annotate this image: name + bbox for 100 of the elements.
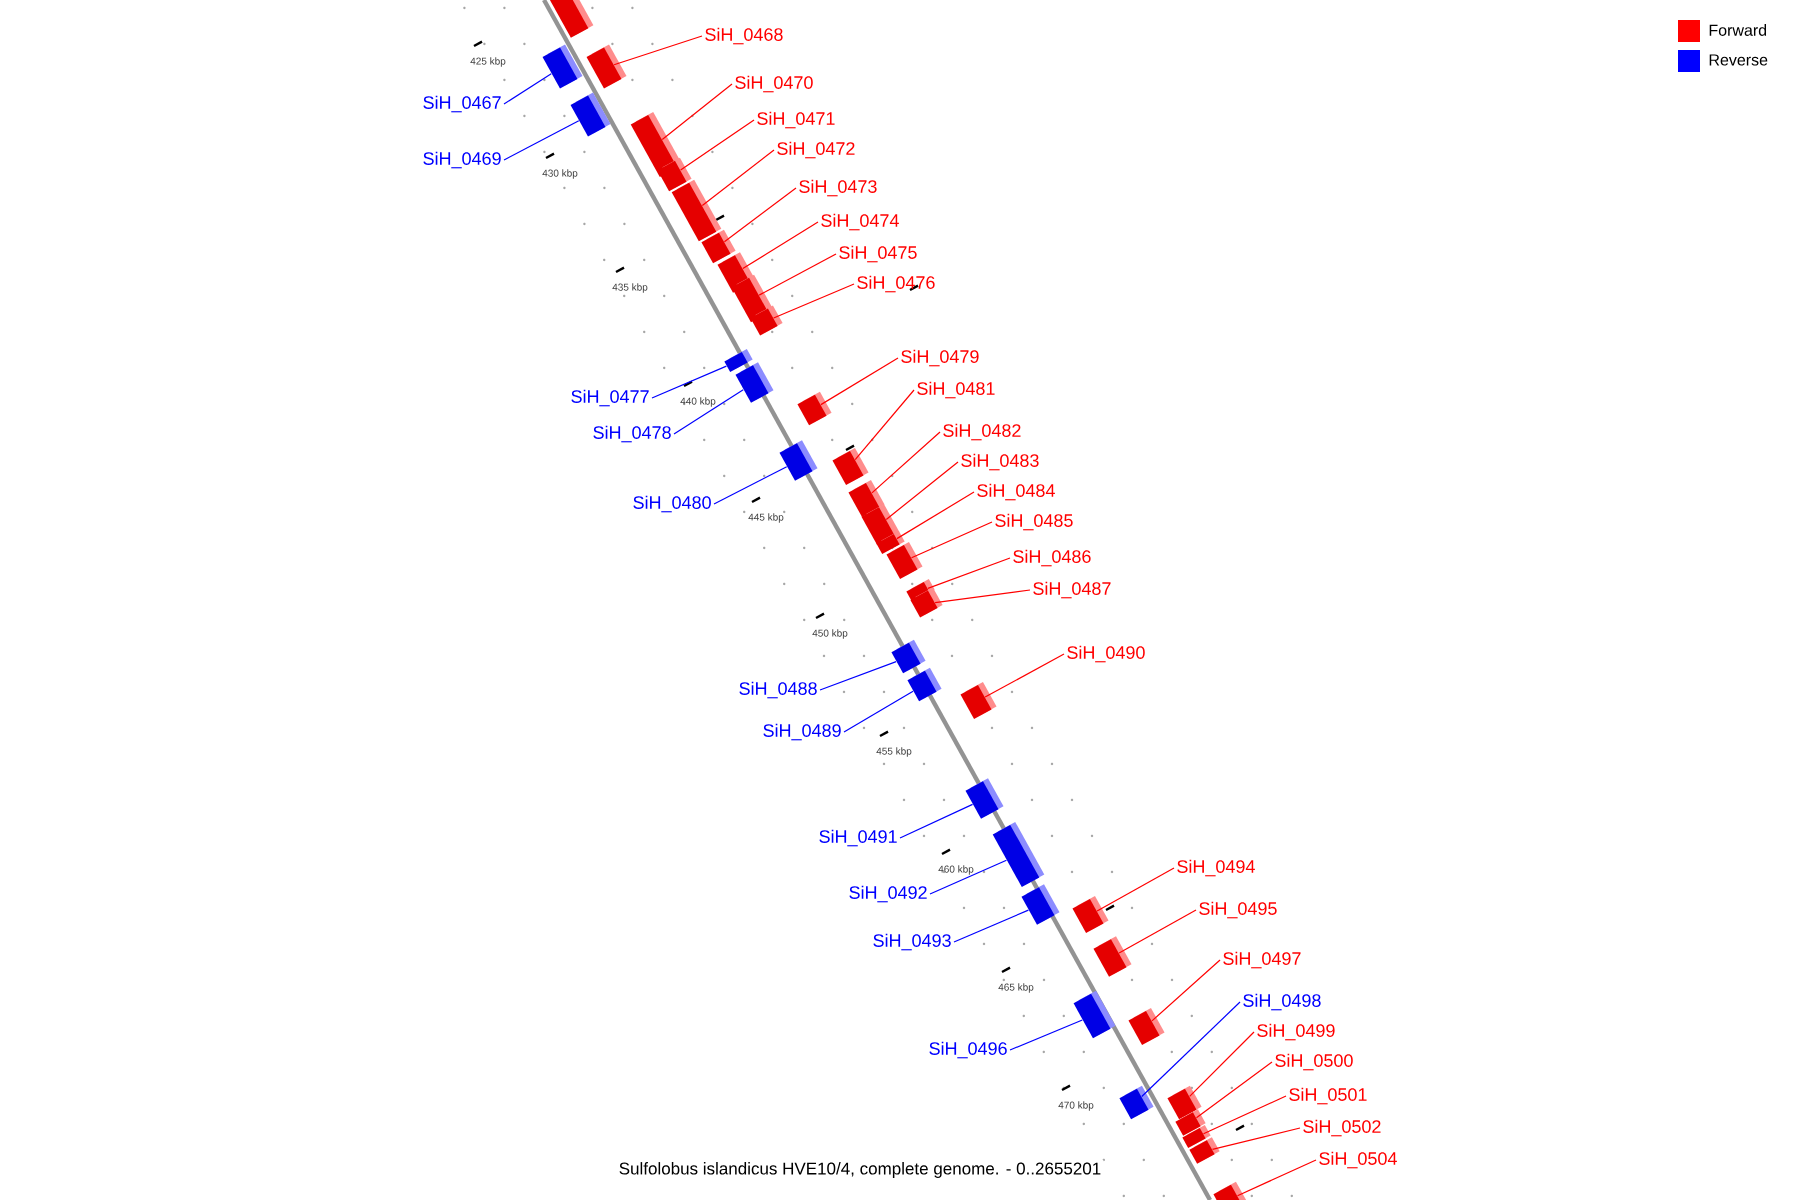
leader-line	[1195, 1061, 1273, 1119]
gene-label: SiH_0488	[739, 681, 817, 699]
gene-label: SiH_0495	[1199, 901, 1277, 919]
gene-block	[779, 440, 818, 481]
gene-block	[701, 229, 736, 264]
gene-block	[960, 681, 997, 720]
gene-label: SiH_0492	[849, 885, 927, 903]
legend-label: Forward	[1709, 24, 1767, 36]
leader-line	[723, 187, 797, 243]
leader-line	[819, 661, 897, 691]
gene-block	[547, 0, 594, 38]
gene-label: SiH_0496	[929, 1041, 1007, 1059]
caption: Sulfolobus islandicus HVE10/4, complete genome. - 0..2655201	[616, 1160, 1104, 1180]
gene-label: SiH_0475	[839, 245, 917, 263]
leader-line	[885, 461, 959, 520]
gene-label: SiH_0498	[1243, 993, 1321, 1011]
leader-line	[1141, 1001, 1241, 1098]
leader-line	[854, 389, 915, 461]
leader-line	[1151, 959, 1221, 1022]
gene-block	[735, 362, 774, 403]
gene-block	[992, 821, 1045, 888]
legend-label: Reverse	[1709, 54, 1768, 66]
leader-line	[758, 253, 837, 296]
leader-line	[503, 73, 552, 105]
leader-line	[1236, 1159, 1317, 1197]
gene-block	[1093, 936, 1132, 977]
leader-line	[871, 431, 941, 494]
gene-label: SiH_0480	[633, 495, 711, 513]
gene-label: SiH_0490	[1067, 645, 1145, 663]
gene-block	[910, 587, 943, 618]
gene-label: SiH_0478	[593, 425, 671, 443]
gene-block	[1021, 884, 1060, 925]
gene-label: SiH_0479	[901, 349, 979, 367]
gene-label: SiH_0472	[777, 141, 855, 159]
gene-block	[570, 92, 611, 137]
leader-line	[929, 859, 1008, 895]
gene-label: SiH_0467	[423, 95, 501, 113]
gene-block	[1072, 895, 1109, 934]
leader-line	[673, 389, 744, 435]
gene-label: SiH_0493	[873, 933, 951, 951]
leader-line	[651, 365, 727, 399]
gene-label: SiH_0469	[423, 151, 501, 169]
leader-line	[713, 466, 788, 505]
gene-block	[1128, 1007, 1165, 1046]
gene-label: SiH_0504	[1319, 1151, 1397, 1169]
gene-label: SiH_0489	[763, 723, 841, 741]
leader-line	[1189, 1031, 1255, 1097]
gene-label: SiH_0483	[961, 453, 1039, 471]
leader-line	[953, 909, 1029, 943]
gene-label: SiH_0491	[819, 829, 897, 847]
gene-label: SiH_0500	[1275, 1053, 1353, 1071]
gene-block	[1073, 990, 1116, 1039]
leader-line	[1118, 909, 1197, 954]
leader-line	[984, 653, 1065, 698]
gene-block	[671, 179, 722, 242]
gene-label: SiH_0477	[571, 389, 649, 407]
gene-block	[1119, 1085, 1154, 1120]
gene-label: SiH_0470	[735, 75, 813, 93]
gene-label: SiH_0497	[1223, 951, 1301, 969]
gene-label: SiH_0487	[1033, 581, 1111, 599]
gene-label: SiH_0494	[1177, 859, 1255, 877]
leader-line	[1211, 1127, 1301, 1151]
leader-line	[680, 119, 755, 171]
gene-block	[542, 44, 583, 89]
gene-label: SiH_0476	[857, 275, 935, 293]
gene-block	[907, 667, 942, 702]
leader-line	[843, 690, 914, 733]
leader-line	[701, 149, 775, 207]
gene-label: SiH_0468	[705, 27, 783, 45]
leader-line	[1009, 1019, 1083, 1051]
gene-block	[750, 305, 783, 336]
gene-block	[891, 639, 926, 674]
gene-block	[586, 44, 627, 89]
gene-label: SiH_0482	[943, 423, 1021, 441]
gene-block	[832, 447, 869, 486]
leader-line	[820, 357, 899, 406]
leader-line	[773, 283, 855, 319]
gene-block	[1213, 1181, 1248, 1200]
gene-label: SiH_0484	[977, 483, 1055, 501]
leader-line	[1202, 1095, 1287, 1135]
gene-label: SiH_0481	[917, 381, 995, 399]
leader-line	[934, 589, 1031, 604]
leader-line	[503, 120, 580, 161]
leader-line	[899, 803, 974, 839]
gene-label: SiH_0501	[1289, 1087, 1367, 1105]
leader-line	[742, 221, 819, 270]
leader-line	[896, 491, 975, 540]
gene-block	[965, 778, 1004, 819]
leader-line	[661, 83, 733, 141]
gene-block	[1189, 1137, 1220, 1164]
gene-label: SiH_0471	[757, 111, 835, 129]
gene-label: SiH_0486	[1013, 549, 1091, 567]
gene-label: SiH_0473	[799, 179, 877, 197]
leader-line	[613, 35, 703, 66]
gene-label: SiH_0474	[821, 213, 899, 231]
leader-line	[910, 521, 993, 559]
gene-label: SiH_0502	[1303, 1119, 1381, 1137]
leader-line	[927, 557, 1011, 589]
gene-block	[797, 391, 832, 426]
gene-label: SiH_0485	[995, 513, 1073, 531]
